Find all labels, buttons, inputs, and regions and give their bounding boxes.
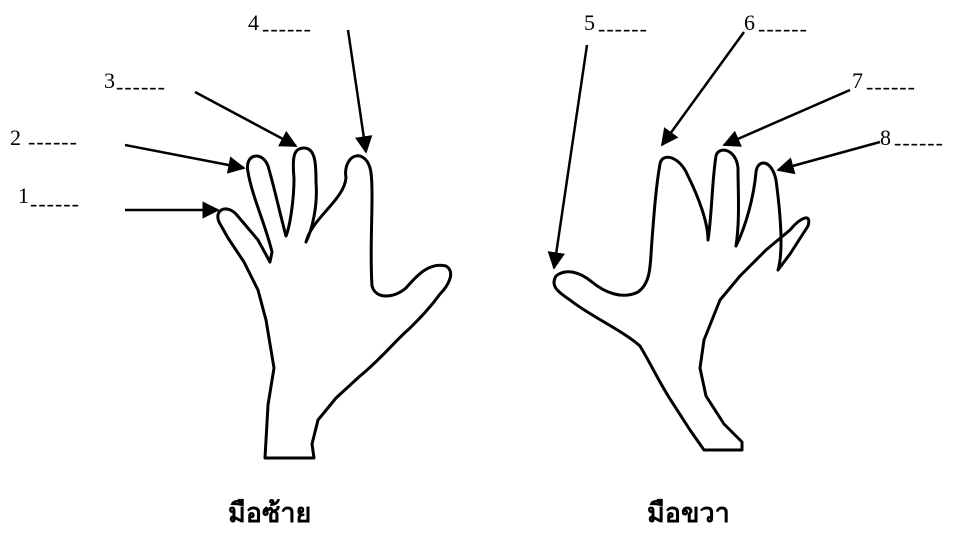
label-3: 3: [104, 68, 115, 93]
arrow-5: [554, 45, 587, 268]
label-1: 1: [18, 183, 29, 208]
arrow-3: [195, 92, 296, 146]
arrow-4: [348, 30, 366, 152]
blank-4: ------: [262, 16, 312, 41]
left-hand-caption: มือซ้าย: [228, 491, 311, 534]
blank-7: ------: [866, 74, 916, 99]
blank-3: ------: [116, 74, 166, 99]
blank-6: ------: [758, 16, 808, 41]
arrow-7: [724, 90, 850, 145]
blank-5: ------: [598, 16, 648, 41]
label-5: 5: [584, 10, 595, 35]
arrow-6: [662, 32, 744, 145]
left-hand-outline: [218, 148, 451, 458]
label-7: 7: [852, 68, 863, 93]
blank-2: ------: [28, 129, 78, 154]
label-6: 6: [744, 10, 755, 35]
label-2: 2: [10, 125, 21, 150]
label-4: 4: [248, 10, 259, 35]
blank-8: ------: [894, 130, 944, 155]
label-8: 8: [880, 125, 891, 150]
arrow-8: [778, 142, 880, 170]
blank-1: ------: [30, 191, 80, 216]
right-hand-outline: [554, 150, 809, 450]
arrow-2: [125, 145, 244, 168]
right-hand-caption: มือขวา: [647, 491, 730, 534]
